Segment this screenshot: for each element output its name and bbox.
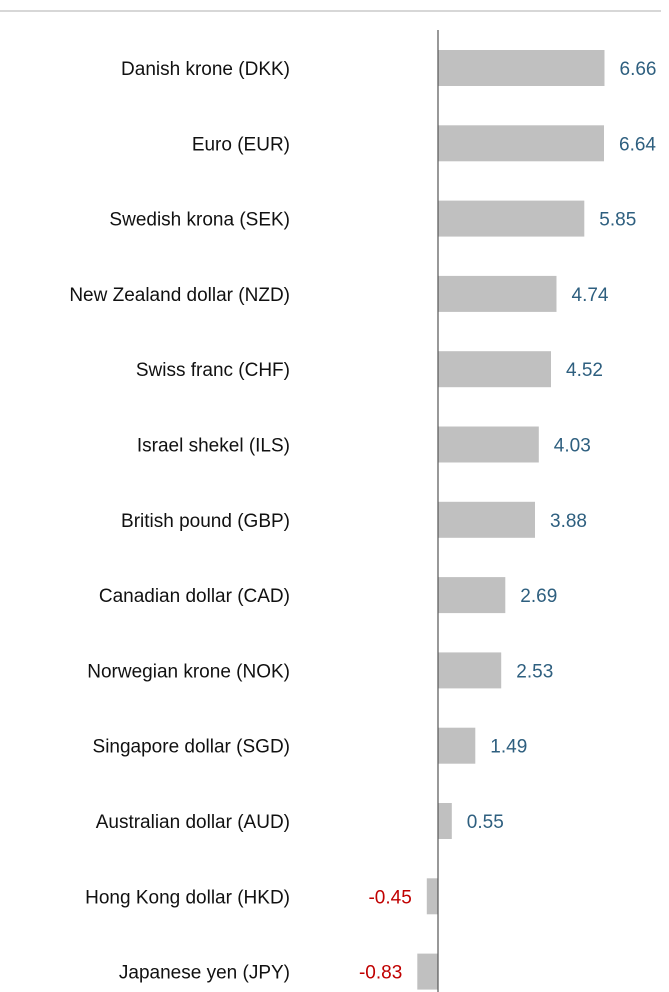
category-label-12: Japanese yen (JPY) bbox=[119, 963, 290, 984]
value-label-2: 5.85 bbox=[599, 210, 636, 231]
value-label-11: -0.45 bbox=[368, 887, 411, 908]
category-label-7: Canadian dollar (CAD) bbox=[99, 586, 290, 607]
bar-10 bbox=[438, 803, 452, 839]
value-label-8: 2.53 bbox=[516, 661, 553, 682]
bar-12 bbox=[417, 953, 439, 990]
bar-6 bbox=[438, 501, 535, 538]
category-label-0: Danish krone (DKK) bbox=[121, 59, 290, 80]
value-label-1: 6.64 bbox=[619, 134, 656, 155]
value-label-0: 6.66 bbox=[620, 59, 657, 80]
category-label-6: British pound (GBP) bbox=[121, 511, 290, 532]
value-label-10: 0.55 bbox=[467, 812, 504, 833]
bar-11 bbox=[426, 878, 439, 915]
value-label-5: 4.03 bbox=[554, 436, 591, 457]
category-label-11: Hong Kong dollar (HKD) bbox=[85, 887, 290, 908]
bar-4 bbox=[438, 351, 551, 388]
bar-7 bbox=[438, 577, 506, 614]
bars-layer bbox=[417, 50, 605, 990]
category-label-10: Australian dollar (AUD) bbox=[96, 812, 290, 833]
bar-2 bbox=[438, 200, 585, 237]
category-label-2: Swedish krona (SEK) bbox=[109, 210, 290, 231]
value-label-12: -0.83 bbox=[359, 963, 402, 984]
category-label-4: Swiss franc (CHF) bbox=[136, 360, 290, 381]
value-label-9: 1.49 bbox=[490, 737, 527, 758]
category-label-8: Norwegian krone (NOK) bbox=[87, 661, 290, 682]
bar-5 bbox=[438, 426, 539, 463]
bar-9 bbox=[438, 727, 476, 764]
value-label-3: 4.74 bbox=[572, 285, 609, 306]
category-label-5: Israel shekel (ILS) bbox=[137, 436, 290, 457]
bar-0 bbox=[438, 50, 605, 86]
category-label-1: Euro (EUR) bbox=[192, 134, 290, 155]
category-label-3: New Zealand dollar (NZD) bbox=[69, 285, 290, 306]
value-label-7: 2.69 bbox=[520, 586, 557, 607]
value-label-6: 3.88 bbox=[550, 511, 587, 532]
bar-3 bbox=[438, 275, 557, 312]
bar-8 bbox=[438, 652, 502, 689]
bar-1 bbox=[438, 125, 604, 162]
value-label-4: 4.52 bbox=[566, 360, 603, 381]
category-label-9: Singapore dollar (SGD) bbox=[93, 737, 290, 758]
